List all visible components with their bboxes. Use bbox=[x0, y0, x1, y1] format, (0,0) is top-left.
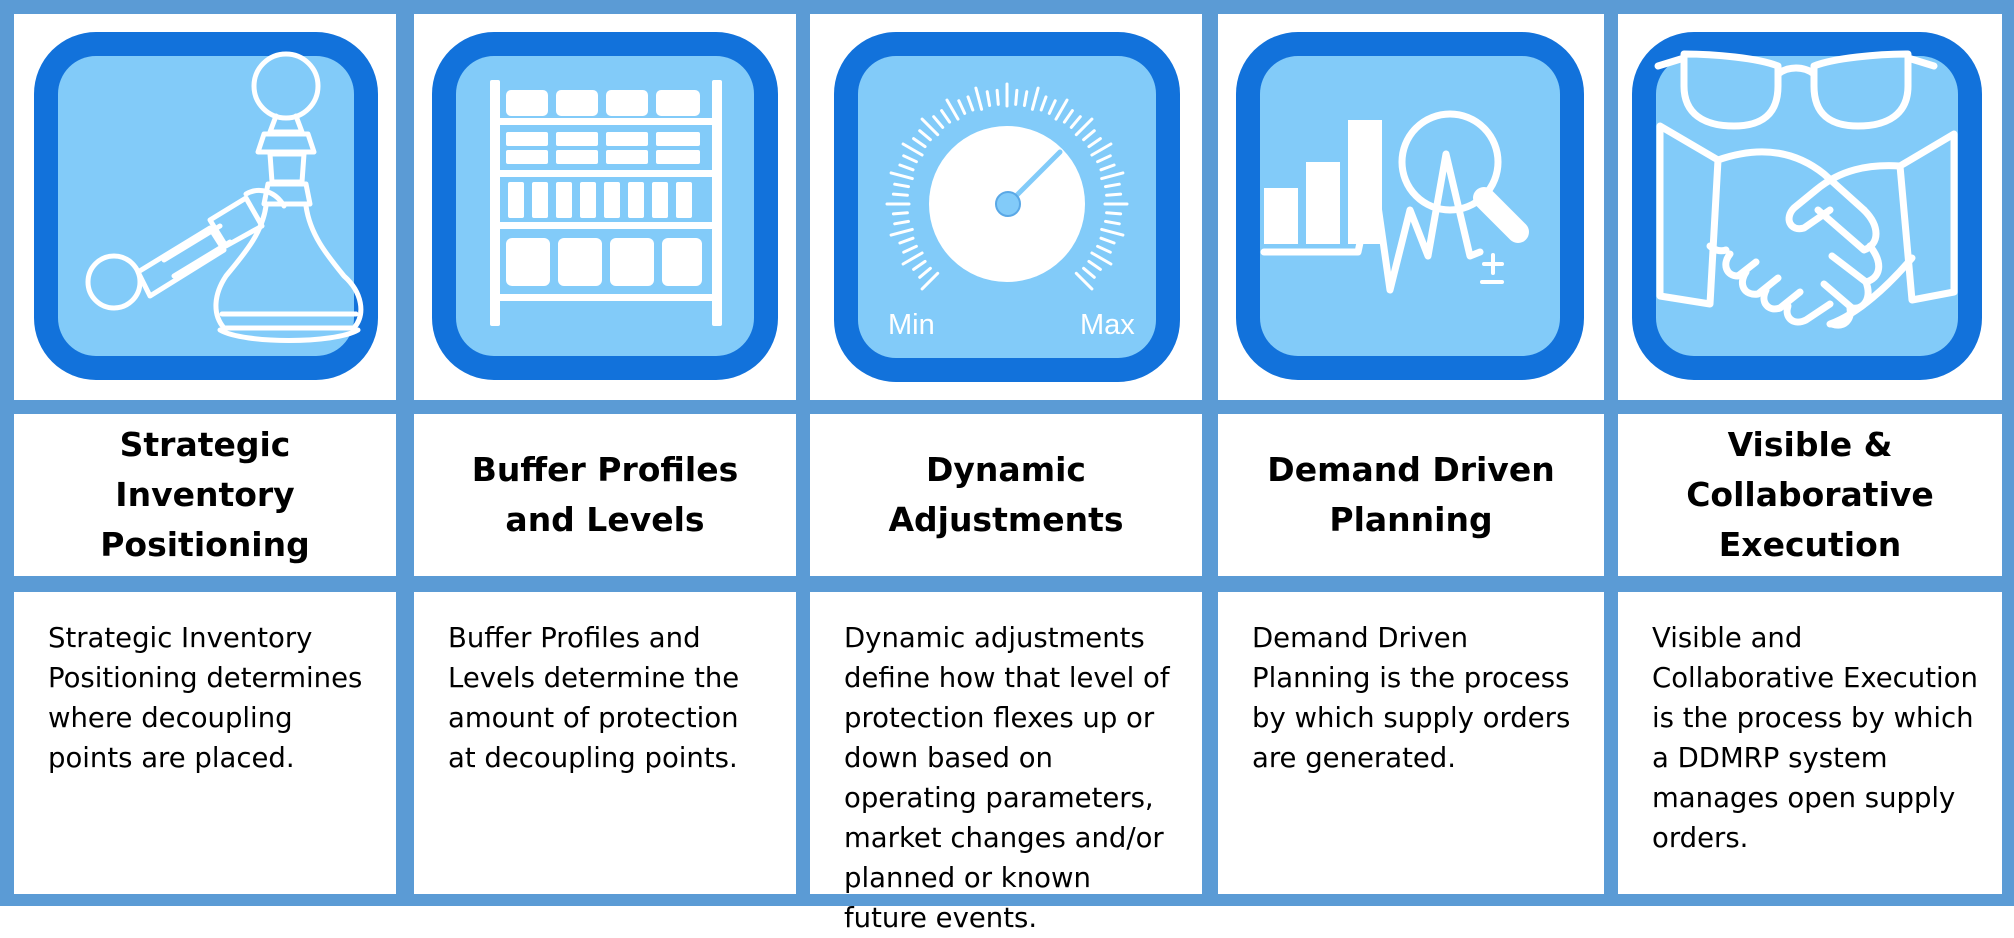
pillar-1-description-cell: Strategic Inventory Positioning determin… bbox=[14, 592, 396, 894]
gauge-tick bbox=[918, 266, 932, 279]
gauge-tick bbox=[889, 171, 914, 181]
gauge-tick bbox=[912, 137, 927, 149]
gauge-tick bbox=[1062, 109, 1074, 124]
gauge-tick bbox=[1082, 129, 1096, 142]
gauge-tick bbox=[940, 109, 952, 124]
gauge-tick bbox=[893, 182, 910, 189]
pillar-1-icon-cell bbox=[14, 14, 396, 400]
gauge-tick bbox=[1087, 137, 1102, 149]
gauge-tick bbox=[1090, 142, 1113, 157]
gauge-tick bbox=[932, 115, 945, 129]
pillar-description: Buffer Profiles and Levels determine the… bbox=[448, 622, 740, 774]
pillar-2-icon-cell bbox=[414, 14, 796, 400]
chart-magnifier-icon bbox=[1236, 32, 1584, 380]
gauge-tick bbox=[889, 227, 914, 237]
gauge-tick bbox=[1069, 115, 1082, 129]
gauge-tick bbox=[1100, 227, 1125, 237]
gauge-tick bbox=[1090, 251, 1113, 266]
gauge-tick bbox=[1104, 182, 1121, 189]
gauge-tick bbox=[1082, 266, 1096, 279]
pillar-4-icon-cell bbox=[1218, 14, 1604, 400]
pillar-5-icon-cell bbox=[1618, 14, 2002, 400]
gauge-icon: Min Max bbox=[834, 32, 1180, 382]
pillar-3-description-cell: Dynamic adjustments define how that leve… bbox=[810, 592, 1202, 934]
gauge-tick bbox=[902, 244, 918, 254]
gauge-tick bbox=[957, 99, 967, 115]
gauge-tick bbox=[1099, 163, 1116, 172]
pillar-5-title-cell: Visible & Collaborative Execution bbox=[1618, 414, 2002, 576]
gauge-tick bbox=[898, 163, 915, 172]
handshake-glasses-icon bbox=[1632, 32, 1982, 380]
pillar-4-title-cell: Demand Driven Planning bbox=[1218, 414, 1604, 576]
pillar-title: Buffer Profiles and Levels bbox=[471, 450, 739, 539]
gauge-tick bbox=[1096, 244, 1112, 254]
gauge-min-label: Min bbox=[888, 309, 935, 341]
gauge-tick bbox=[1105, 211, 1123, 216]
gauge-tick bbox=[974, 86, 984, 111]
pillar-2-title-cell: Buffer Profiles and Levels bbox=[414, 414, 796, 576]
gauge-tick bbox=[912, 259, 927, 271]
gauge-max-label: Max bbox=[1080, 309, 1135, 341]
pillar-description: Strategic Inventory Positioning determin… bbox=[48, 622, 363, 774]
gauge-tick bbox=[1096, 154, 1112, 164]
gauge-tick bbox=[1014, 88, 1019, 106]
gauge-tick bbox=[902, 154, 918, 164]
pillar-4-description-cell: Demand Driven Planning is the process by… bbox=[1218, 592, 1604, 894]
gauge-tick bbox=[1104, 219, 1121, 226]
gauge-tick bbox=[901, 251, 924, 266]
gauge-tick bbox=[918, 129, 932, 142]
chess-pieces-icon bbox=[34, 32, 378, 380]
pillar-title: Demand Driven Planning bbox=[1267, 450, 1555, 539]
gauge-tick bbox=[1054, 98, 1069, 121]
pillar-title: Visible & Collaborative Execution bbox=[1686, 425, 1934, 564]
pillar-2-description-cell: Buffer Profiles and Levels determine the… bbox=[414, 592, 796, 894]
pillar-description: Demand Driven Planning is the process by… bbox=[1252, 622, 1571, 774]
gauge-tick bbox=[1099, 236, 1116, 245]
gauge-tick bbox=[893, 219, 910, 226]
pillar-3-icon-cell: Min Max bbox=[810, 14, 1202, 400]
pillar-title: Dynamic Adjustments bbox=[888, 450, 1124, 539]
pillar-5-description-cell: Visible and Collaborative Execution is t… bbox=[1618, 592, 2002, 894]
gauge-tick bbox=[1105, 192, 1123, 197]
gauge-tick bbox=[995, 88, 1000, 106]
pillar-3-title-cell: Dynamic Adjustments bbox=[810, 414, 1202, 576]
gauge-tick bbox=[1047, 99, 1057, 115]
gauge-tick bbox=[966, 95, 975, 112]
gauge-tick bbox=[920, 271, 940, 291]
gauge-tick bbox=[891, 192, 909, 197]
gauge-tick bbox=[920, 117, 940, 137]
pillar-description: Dynamic adjustments define how that leve… bbox=[844, 622, 1170, 934]
gauge-tick bbox=[1039, 95, 1048, 112]
gauge-tick bbox=[1022, 90, 1029, 107]
gauge-tick bbox=[1087, 259, 1102, 271]
gauge-tick bbox=[901, 142, 924, 157]
gauge-tick bbox=[985, 90, 992, 107]
pillar-title: Strategic Inventory Positioning bbox=[100, 425, 310, 564]
gauge-tick bbox=[1074, 271, 1094, 291]
gauge-tick bbox=[891, 211, 909, 216]
pillar-1-title-cell: Strategic Inventory Positioning bbox=[14, 414, 396, 576]
gauge-tick bbox=[945, 98, 960, 121]
pillar-description: Visible and Collaborative Execution is t… bbox=[1652, 622, 1978, 854]
gauge-tick bbox=[1100, 171, 1125, 181]
gauge-tick bbox=[898, 236, 915, 245]
storage-shelf-icon bbox=[432, 32, 778, 380]
gauge-tick bbox=[1030, 86, 1040, 111]
gauge-tick bbox=[1074, 117, 1094, 137]
